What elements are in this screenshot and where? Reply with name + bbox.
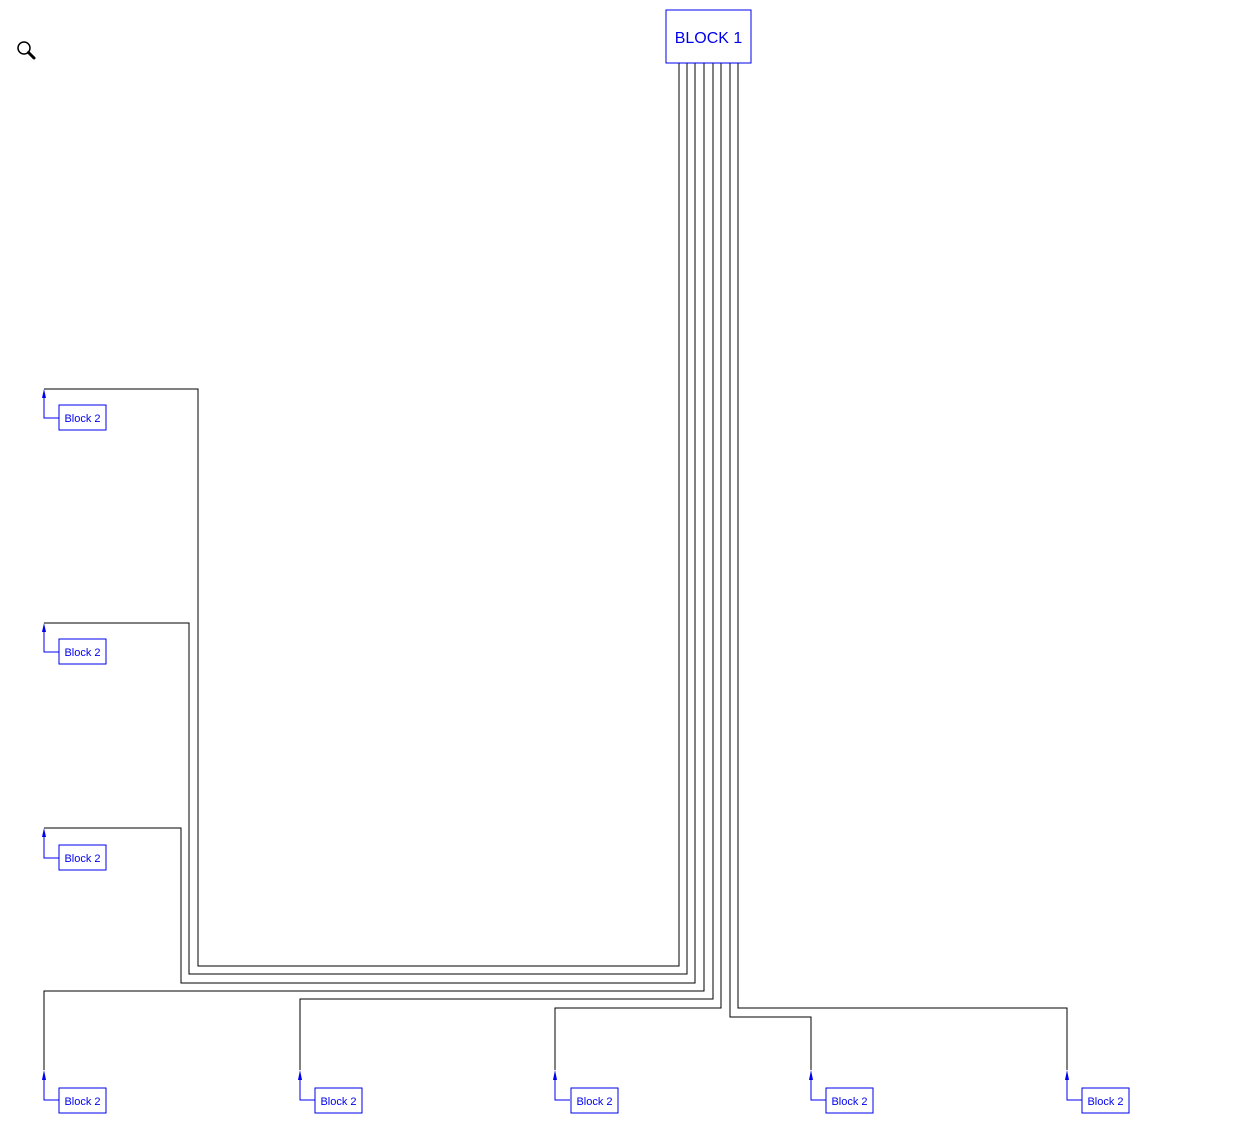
block-1-label: BLOCK 1 — [675, 30, 743, 47]
arrow-icon — [42, 623, 46, 632]
wire-5 — [299, 63, 714, 1070]
block-2-g-label: Block 2 — [831, 1096, 867, 1108]
arrow-icon — [1065, 1070, 1069, 1080]
arrow-icon — [553, 1070, 557, 1080]
block-2-c[interactable]: Block 2 — [58, 844, 107, 871]
connector-bottom-4 — [810, 1078, 826, 1101]
arrow-icon — [809, 1070, 813, 1080]
block-2-c-label: Block 2 — [64, 853, 100, 865]
arrow-icon — [298, 1070, 302, 1080]
block-2-f-label: Block 2 — [576, 1096, 612, 1108]
block-2-h[interactable]: Block 2 — [1081, 1087, 1130, 1114]
arrow-icon — [42, 828, 46, 837]
connector-bottom-2 — [299, 1078, 315, 1101]
block-2-g[interactable]: Block 2 — [825, 1087, 874, 1114]
connector-bottom-3 — [554, 1078, 570, 1101]
block-2-d-label: Block 2 — [64, 1096, 100, 1108]
arrow-icon — [42, 1070, 46, 1080]
block-2-d[interactable]: Block 2 — [58, 1087, 107, 1114]
connector-bottom-5 — [1066, 1078, 1082, 1101]
arrow-icon — [42, 389, 46, 398]
wire-7 — [729, 63, 812, 1070]
block-2-e[interactable]: Block 2 — [314, 1087, 363, 1114]
wire-1 — [44, 63, 680, 967]
block-1[interactable]: BLOCK 1 — [665, 9, 752, 64]
connector-side-3 — [43, 836, 59, 859]
connector-side-1 — [43, 397, 59, 419]
block-2-f[interactable]: Block 2 — [570, 1087, 619, 1114]
block-2-h-label: Block 2 — [1087, 1096, 1123, 1108]
wire-8 — [737, 63, 1068, 1070]
wire-3 — [44, 63, 696, 984]
block-2-e-label: Block 2 — [320, 1096, 356, 1108]
wire-2 — [44, 63, 688, 975]
block-2-b-label: Block 2 — [64, 647, 100, 659]
wire-group — [43, 63, 1068, 1070]
block-2-b[interactable]: Block 2 — [58, 638, 107, 665]
block-2-a-label: Block 2 — [64, 413, 100, 425]
magnifier-icon — [17, 41, 36, 60]
wire-4 — [43, 63, 705, 1070]
connector-group — [42, 389, 1082, 1101]
wire-6 — [554, 63, 722, 1070]
connector-side-2 — [43, 631, 59, 653]
zoom-button[interactable] — [14, 38, 38, 62]
connector-bottom-1 — [43, 1078, 59, 1101]
block-2-a[interactable]: Block 2 — [58, 404, 107, 431]
